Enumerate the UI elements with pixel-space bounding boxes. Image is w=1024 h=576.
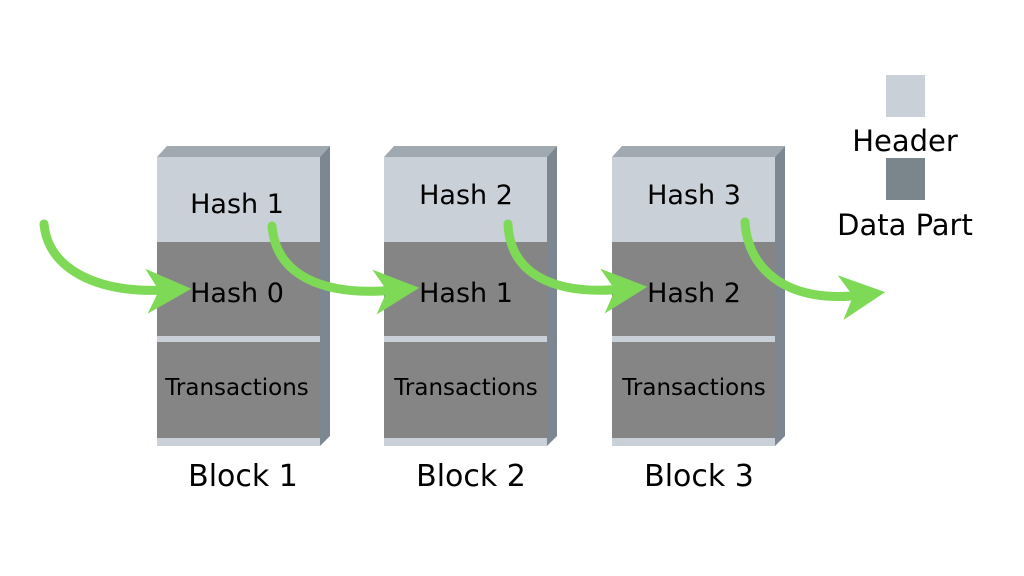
block-2-label: Block 2 <box>416 459 526 494</box>
block-3-label: Block 3 <box>644 459 754 494</box>
block-2-header <box>384 157 547 242</box>
block-1-separator <box>157 336 320 342</box>
block-3-side-face <box>775 146 785 446</box>
block-2-prev-hash: Hash 1 <box>419 278 513 309</box>
block-3-top-face <box>612 146 785 157</box>
block-3-transactions: Transactions <box>621 375 766 401</box>
block-1: Hash 1 Hash 0 Transactions Block 1 <box>157 146 330 494</box>
block-1-label: Block 1 <box>188 459 298 494</box>
block-2-transactions: Transactions <box>393 375 538 401</box>
block-1-transactions: Transactions <box>164 375 309 401</box>
arrow-out-of-block-3 <box>740 217 886 320</box>
legend-header-label: Header <box>852 124 958 158</box>
block-3-prev-hash: Hash 2 <box>647 278 741 309</box>
block-2-side-face <box>547 146 557 446</box>
arrow-block-1-to-block-2 <box>267 221 420 315</box>
block-1-header-hash: Hash 1 <box>190 189 284 220</box>
block-2-data-part <box>384 242 547 446</box>
block-2: Hash 2 Hash 1 Transactions Block 2 <box>384 146 557 494</box>
block-2-bottom-band <box>384 438 547 446</box>
block-3-separator <box>612 336 775 342</box>
legend: Header Data Part <box>837 75 973 242</box>
block-2-top-face <box>384 146 557 157</box>
block-3: Hash 3 Hash 2 Transactions Block 3 <box>612 146 785 494</box>
block-2-separator <box>384 336 547 342</box>
arrow-block-2-to-block-3 <box>503 219 648 314</box>
block-3-bottom-band <box>612 438 775 446</box>
block-1-bottom-band <box>157 438 320 446</box>
legend-header-swatch <box>886 75 925 117</box>
block-3-data-part <box>612 242 775 446</box>
block-1-prev-hash: Hash 0 <box>190 278 284 309</box>
block-1-header <box>157 157 320 242</box>
block-3-header-hash: Hash 3 <box>647 180 741 211</box>
block-1-side-face <box>320 146 330 446</box>
legend-data-swatch <box>886 158 925 200</box>
legend-data-label: Data Part <box>837 208 973 242</box>
arrow-into-block-1 <box>39 219 192 314</box>
block-2-header-hash: Hash 2 <box>419 180 513 211</box>
chain-arrows <box>39 217 886 320</box>
block-1-top-face <box>157 146 330 157</box>
